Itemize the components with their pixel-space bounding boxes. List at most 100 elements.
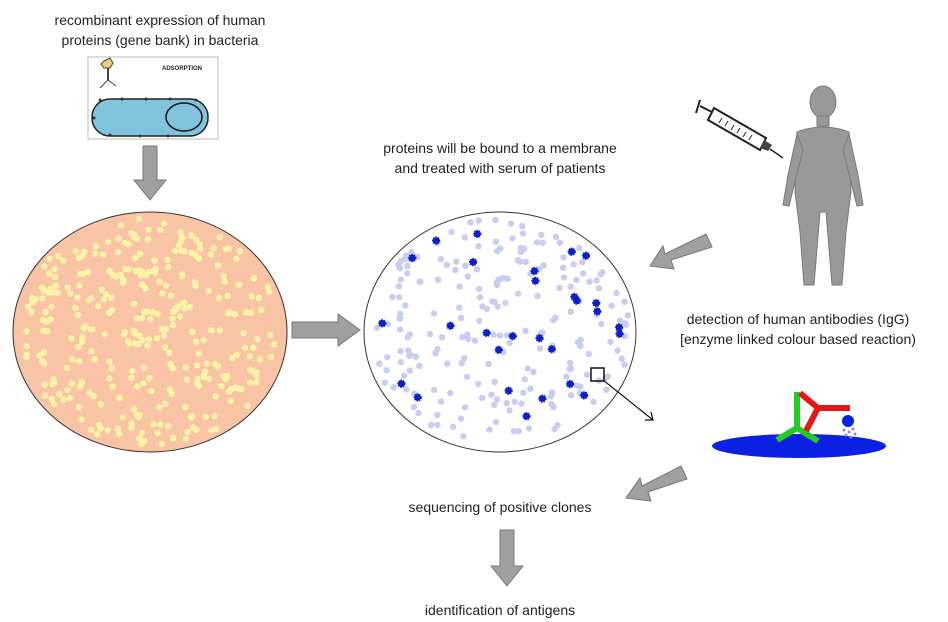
positive-spot — [379, 320, 386, 327]
positive-spot — [532, 277, 539, 284]
colony-dot — [268, 354, 274, 360]
membrane-spot — [520, 390, 526, 396]
colony-dot — [151, 257, 157, 263]
colony-dot — [55, 253, 61, 259]
colony-dot — [203, 414, 209, 420]
membrane-spot — [568, 283, 574, 289]
colony-dot — [103, 291, 109, 297]
enzyme-icon — [842, 415, 854, 427]
colony-dot — [226, 389, 232, 395]
membrane-spot — [434, 412, 440, 418]
membrane-spot — [382, 380, 388, 386]
colony-dot — [161, 332, 167, 338]
colony-dot — [41, 263, 47, 269]
positive-spot — [536, 335, 543, 342]
membrane-spot — [490, 332, 496, 338]
colony-dot — [157, 227, 163, 233]
colony-dot — [46, 270, 52, 276]
positive-spot — [616, 330, 623, 337]
colony-dot — [99, 287, 105, 293]
membrane-spot — [507, 340, 513, 346]
membrane-spot — [621, 299, 627, 305]
membrane-spot — [568, 309, 574, 315]
colony-dot — [165, 264, 171, 270]
colony-dot — [126, 266, 132, 272]
colony-dot — [113, 273, 119, 279]
membrane-spot — [484, 306, 490, 312]
colony-dot — [162, 344, 168, 350]
membrane-spot — [462, 404, 468, 410]
colony-dot — [60, 396, 66, 402]
colony-dot — [149, 309, 155, 315]
membrane-spot — [623, 322, 629, 328]
membrane-spot — [494, 279, 500, 285]
positive-spot — [573, 297, 580, 304]
colony-dot — [81, 249, 87, 255]
secondary-antibody-arm-a — [800, 393, 818, 408]
positive-spot — [583, 252, 590, 259]
membrane-spot — [509, 235, 515, 241]
adsorption-label: ADSORPTION — [162, 66, 202, 72]
colony-dot — [109, 384, 115, 390]
substrate-disc — [712, 434, 886, 458]
membrane-spot — [492, 379, 498, 385]
membrane-spot — [444, 262, 450, 268]
membrane-spot — [491, 402, 497, 408]
colony-dot — [237, 248, 243, 254]
membrane-spot — [492, 217, 498, 223]
membrane-spot — [504, 400, 510, 406]
colony-dot — [128, 230, 134, 236]
membrane-spot — [404, 270, 410, 276]
colony-dot — [95, 303, 101, 309]
colony-dot — [51, 401, 57, 407]
membrane-spot — [560, 265, 566, 271]
colony-dot — [147, 316, 153, 322]
membrane-spot — [518, 245, 524, 251]
membrane-spot — [494, 303, 500, 309]
colony-dot — [139, 281, 145, 287]
membrane-spot — [518, 400, 524, 406]
membrane-spot — [512, 399, 518, 405]
membrane-spot — [406, 353, 412, 359]
colony-dot — [148, 388, 154, 394]
colony-dot — [168, 292, 174, 298]
membrane-spot — [464, 374, 470, 380]
membrane-spot — [596, 285, 602, 291]
colony-dot — [79, 380, 85, 386]
colony-dot — [152, 266, 158, 272]
membrane-spot — [462, 263, 468, 269]
colony-dot — [206, 288, 212, 294]
colony-dot — [104, 427, 110, 433]
colony-dot — [75, 312, 81, 318]
membrane-spot — [459, 334, 465, 340]
membrane-spot — [376, 361, 382, 367]
colony-dot — [193, 427, 199, 433]
membrane-spot — [475, 381, 481, 387]
membrane-spot — [524, 365, 530, 371]
colony-dot — [193, 339, 199, 345]
colony-dot — [39, 358, 45, 364]
membrane-spot — [493, 419, 499, 425]
membrane-spot — [384, 354, 390, 360]
secondary-antibody-stem — [806, 408, 818, 431]
colony-dot — [206, 376, 212, 382]
membrane-spot — [584, 371, 590, 377]
membrane-spot — [522, 328, 528, 334]
membrane-spot — [397, 265, 403, 271]
membrane-spot — [397, 326, 403, 332]
colony-dot — [125, 338, 131, 344]
colony-dot — [69, 381, 75, 387]
positive-spot — [409, 255, 416, 262]
colony-dot — [208, 427, 214, 433]
colony-dot — [56, 391, 62, 397]
positive-spot — [581, 392, 588, 399]
membrane-spot — [428, 422, 434, 428]
colony-dot — [154, 335, 160, 341]
colony-dot — [144, 343, 150, 349]
colony-dot — [88, 295, 94, 301]
colony-dot — [197, 241, 203, 247]
colony-dot — [177, 229, 183, 235]
membrane-spot — [534, 239, 540, 245]
colony-dot — [188, 232, 194, 238]
colony-dot — [23, 328, 29, 334]
